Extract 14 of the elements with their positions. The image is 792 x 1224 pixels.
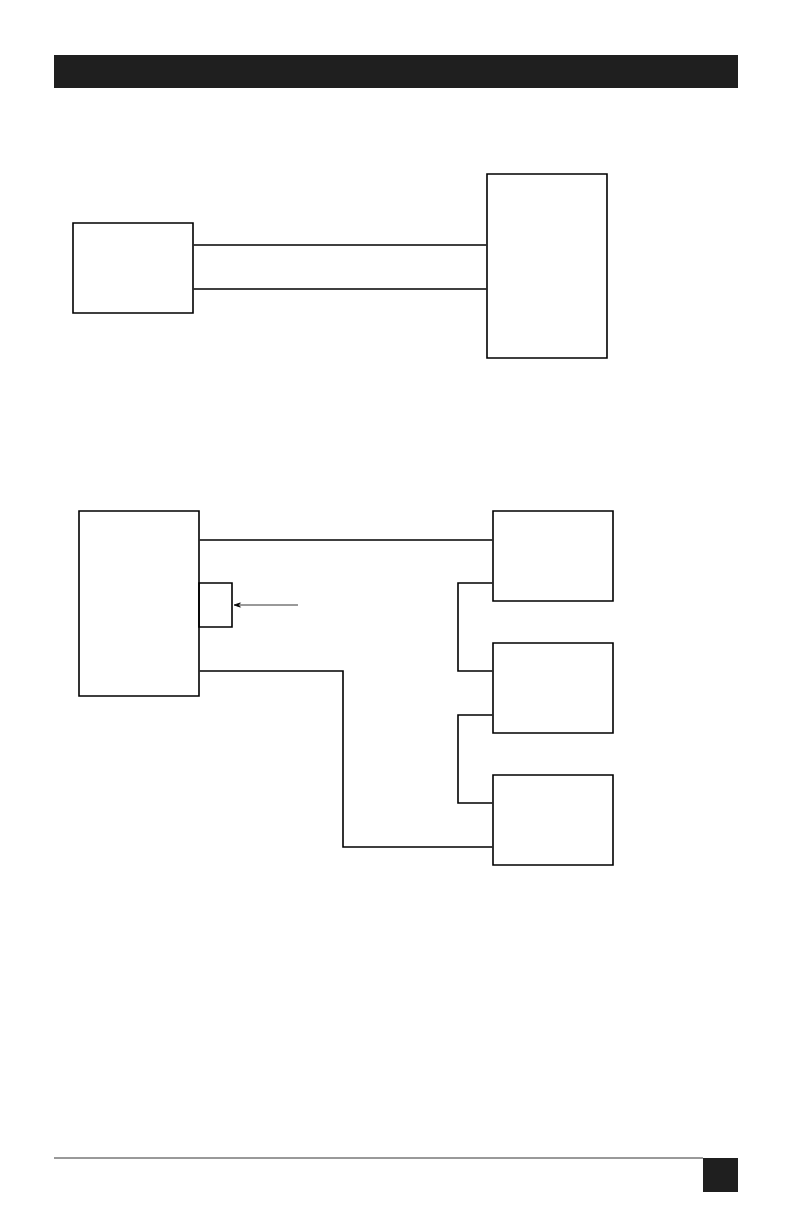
device-box xyxy=(492,642,614,734)
device-box xyxy=(486,173,608,359)
connection-line xyxy=(457,714,493,804)
device-box xyxy=(72,222,194,314)
connection-line xyxy=(457,582,493,672)
connection-line xyxy=(193,244,487,246)
device-box xyxy=(492,774,614,866)
device-box xyxy=(78,510,200,697)
connection-line xyxy=(199,670,493,848)
connection-line xyxy=(193,288,487,290)
connection-line xyxy=(199,539,493,541)
device-box xyxy=(198,582,233,628)
device-box xyxy=(492,510,614,602)
arrow xyxy=(233,602,299,608)
